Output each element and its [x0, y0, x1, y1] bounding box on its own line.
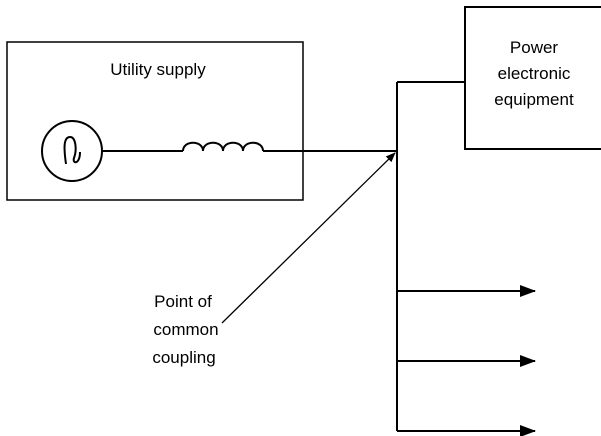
inductor-icon [182, 141, 264, 152]
equipment-label-line-2: electronic [498, 64, 571, 83]
equipment-label-line-1: Power [510, 38, 559, 57]
pcc-label-line-1: Point of [154, 292, 212, 311]
equipment-box [464, 6, 601, 150]
ac-source-icon [41, 120, 103, 182]
pcc-label-line-2: common [153, 320, 218, 339]
equipment-label-line-3: equipment [494, 90, 574, 109]
pcc-label-line-3: coupling [152, 348, 215, 367]
pcc-pointer-arrow [221, 152, 396, 324]
utility-supply-label: Utility supply [110, 60, 206, 79]
utility-supply-box [6, 41, 304, 201]
